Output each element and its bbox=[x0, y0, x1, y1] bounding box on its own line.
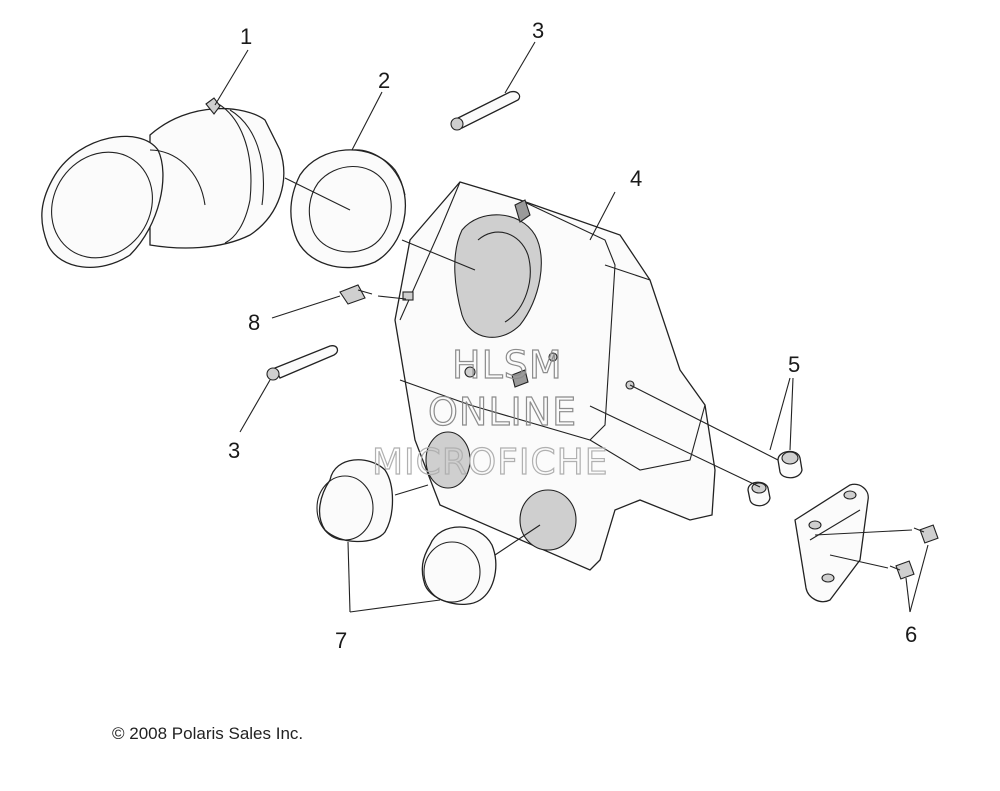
watermark-line-1: HLSM bbox=[452, 343, 563, 387]
callout-2: 2 bbox=[378, 68, 390, 93]
watermark-line-3: MICROFICHE bbox=[372, 442, 608, 483]
callout-6: 6 bbox=[905, 622, 917, 647]
watermark-line-2: ONLINE bbox=[428, 390, 577, 434]
part-3-strap-lower bbox=[266, 345, 339, 381]
part-8-fitting bbox=[339, 284, 373, 305]
callout-1: 1 bbox=[240, 24, 252, 49]
watermark: HLSM ONLINE MICROFICHE bbox=[371, 342, 608, 483]
part-4-airbox-housing bbox=[394, 181, 716, 571]
copyright-notice: © 2008 Polaris Sales Inc. bbox=[112, 724, 304, 743]
callout-4: 4 bbox=[630, 166, 642, 191]
part-3-strap-upper bbox=[450, 90, 521, 131]
callout-5: 5 bbox=[788, 352, 800, 377]
leader-lines bbox=[214, 41, 929, 613]
part-5-grommets bbox=[747, 450, 803, 507]
part-7-couplers bbox=[316, 459, 497, 605]
callout-3-upper: 3 bbox=[532, 18, 544, 43]
callout-7: 7 bbox=[335, 628, 347, 653]
callout-3-lower: 3 bbox=[228, 438, 240, 463]
part-1-intake-duct bbox=[41, 97, 285, 268]
callout-labels: 1 2 3 4 8 3 5 7 6 bbox=[228, 18, 917, 653]
callout-8: 8 bbox=[248, 310, 260, 335]
part-6-bracket-bolts bbox=[794, 483, 939, 603]
